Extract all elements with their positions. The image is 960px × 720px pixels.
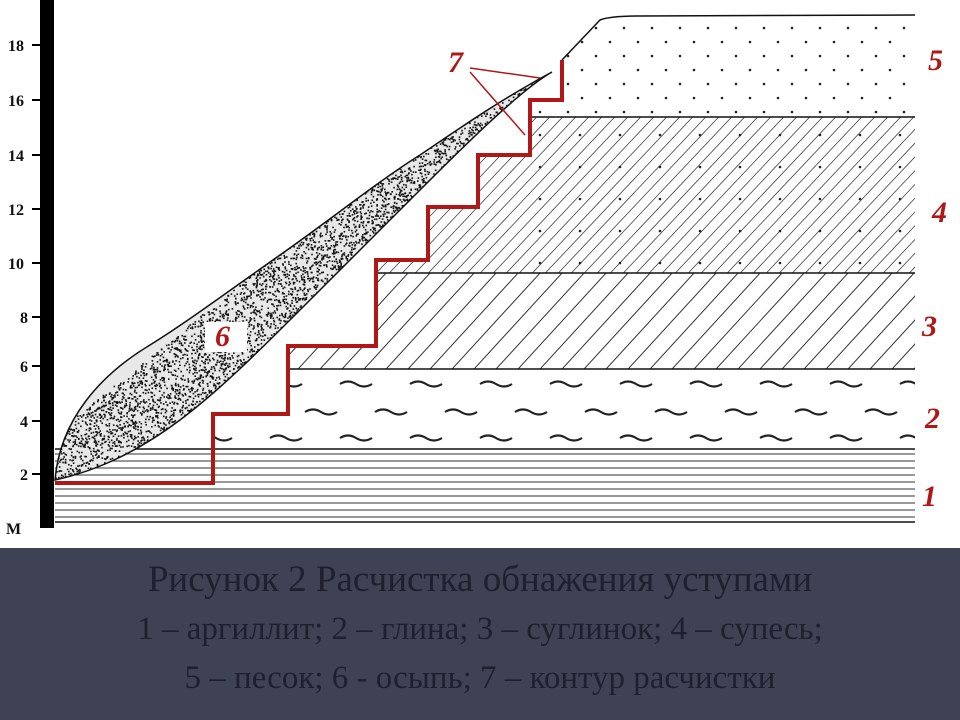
scale-tick-18: 18: [8, 38, 24, 55]
layer-boundaries: [55, 14, 916, 523]
scale-bar: [40, 0, 54, 528]
layer-5-sand: [538, 26, 906, 114]
cleaning-contour: [55, 60, 564, 485]
scale-tick-16: 16: [8, 93, 24, 110]
layer-number-4: 4: [931, 196, 947, 229]
scree-label: 6: [215, 320, 230, 353]
contour-label: 7: [448, 46, 464, 79]
cross-section-diagram: 18 16 14 12 10 8 6 4 2 М: [6, 0, 947, 538]
layer-number-2: 2: [924, 402, 940, 435]
contour-leader-lines: [469, 67, 541, 136]
scale-tick-2: 2: [20, 467, 28, 484]
layer-number-3: 3: [921, 310, 937, 343]
scree-label-box: [205, 322, 247, 352]
caption-area: Рисунок 2 Расчистка обнажения уступами 1…: [0, 548, 960, 720]
layer-4-sandy-loam: [376, 117, 915, 273]
scale-tick-8: 8: [20, 310, 28, 327]
scale-tick-marks: [32, 44, 40, 475]
legend-line-2: 5 – песок; 6 - осыпь; 7 – контур расчист…: [184, 660, 776, 696]
scale-tick-14: 14: [8, 148, 24, 165]
figure-caption-title: Рисунок 2 Расчистка обнажения уступами: [147, 559, 813, 600]
scale-tick-6: 6: [20, 359, 28, 376]
layer-number-5: 5: [928, 44, 943, 77]
layer-1-argillite: [55, 453, 915, 518]
diagram-panel: 18 16 14 12 10 8 6 4 2 М: [0, 0, 960, 548]
scale-tick-10: 10: [8, 256, 24, 273]
legend-line-1: 1 – аргиллит; 2 – глина; 3 – суглинок; 4…: [137, 611, 823, 647]
layer-number-1: 1: [922, 480, 937, 513]
scale-unit: М: [6, 521, 21, 538]
scale-tick-4: 4: [20, 414, 28, 431]
scale-tick-12: 12: [8, 202, 24, 219]
